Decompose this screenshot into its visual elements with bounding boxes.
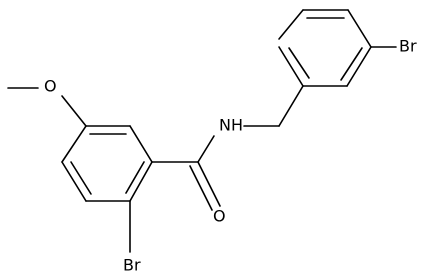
bond-bottom-ring-1 [129,125,153,163]
bond-bottom-ring-4-inner [70,161,92,195]
bond-ring-ch2 [278,85,304,127]
bond-top-ring-4 [346,46,372,87]
atom-label-o-carbonyl: O [213,207,226,226]
bond-ring-o-methoxy [61,95,87,127]
bond-bottom-ring-6 [129,161,153,202]
bond-carbonyl-o-1 [197,161,221,207]
atom-label-n: N [219,116,231,135]
bond-bottom-ring-3 [61,125,87,163]
bond-top-ring-3 [347,9,372,48]
bond-top-ring-6 [278,46,304,87]
bond-bottom-ring-4 [61,161,87,202]
bonds [7,9,397,253]
bond-top-ring-1 [278,9,304,40]
atom-label-br-top: Br [399,37,417,56]
atom-label-h: H [231,116,243,135]
atom-labels: Br N H O O Br [44,37,417,275]
bond-top-ring-4-inner [340,47,363,81]
bond-top-ring-6-inner [288,47,310,79]
bond-n-carbonyl-c [197,135,215,163]
bond-bottom-ring-6-inner [125,161,145,194]
atom-label-o-methoxy: O [44,77,57,96]
bond-carbonyl-o-2 [189,165,213,211]
atom-label-br-bottom: Br [123,256,141,275]
